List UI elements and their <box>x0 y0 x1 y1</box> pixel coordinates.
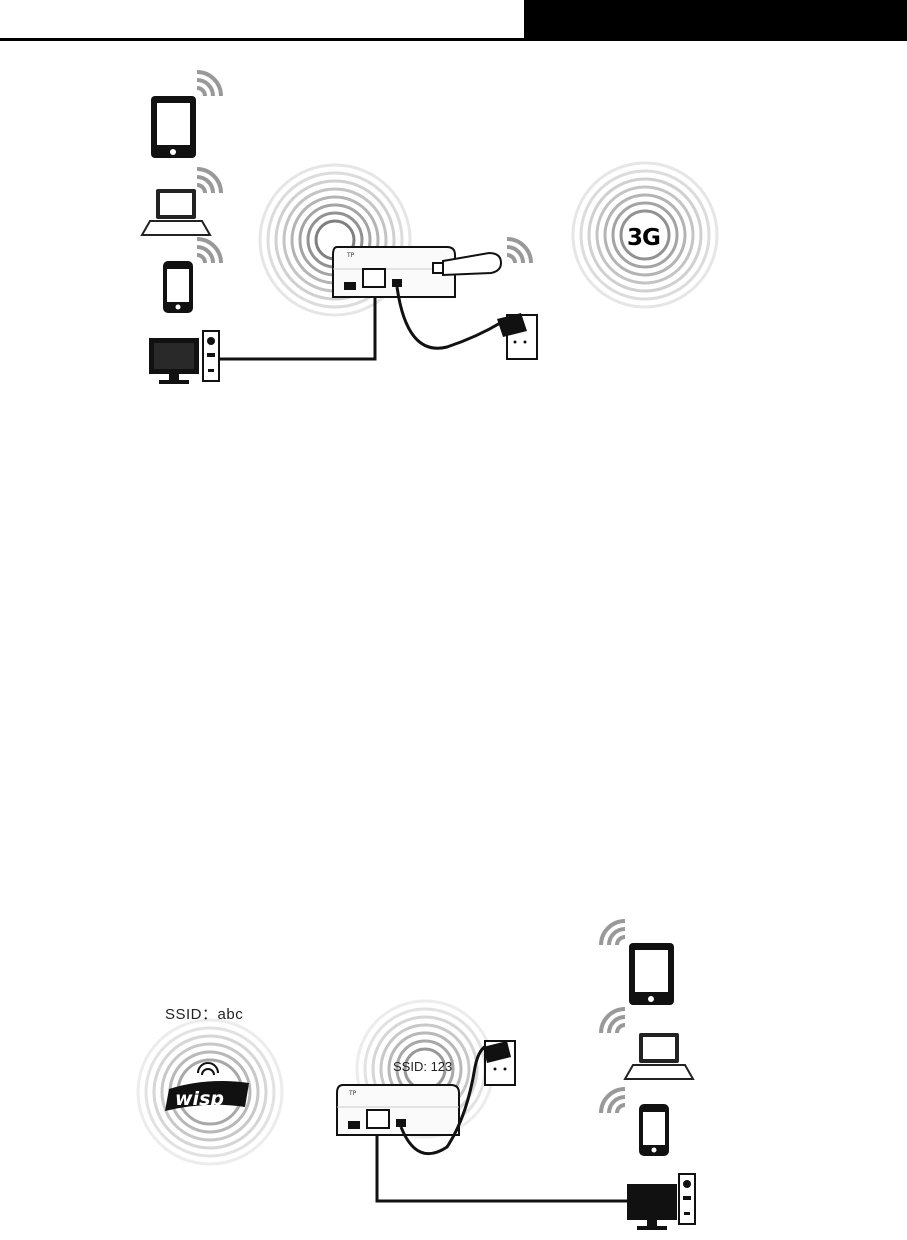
wifi-signal-icon <box>601 1089 625 1113</box>
router-ssid-label: SSID: 123 <box>393 1059 452 1074</box>
3g-badge: 3G <box>627 225 660 251</box>
wifi-signal-icon <box>601 921 625 945</box>
header-rule <box>0 38 907 41</box>
upstream-ssid-label: SSID：abc <box>165 1003 243 1024</box>
figure-3g-router-mode: TP 3G <box>107 57 777 403</box>
svg-text:TP: TP <box>348 1090 357 1097</box>
laptop-icon <box>142 189 210 235</box>
header-black-block <box>524 0 907 38</box>
laptop-icon <box>625 1033 693 1079</box>
desktop-computer-icon <box>149 331 219 384</box>
wifi-signal-icon <box>601 1009 625 1033</box>
desktop-computer-icon <box>627 1174 695 1230</box>
svg-text:wisp: wisp <box>175 1088 224 1110</box>
router-icon: TP <box>337 1085 459 1135</box>
wifi-signal-icon <box>197 169 221 193</box>
wifi-signal-icon <box>507 239 531 263</box>
ethernet-cable <box>377 1129 627 1201</box>
tablet-icon <box>629 943 674 1005</box>
figure-wisp-mode: wisp TP <box>107 897 777 1240</box>
wifi-signal-icon <box>197 72 221 96</box>
wifi-signal-icon <box>197 239 221 263</box>
smartphone-icon <box>639 1104 669 1156</box>
smartphone-icon <box>163 261 193 313</box>
svg-text:TP: TP <box>346 252 355 259</box>
tablet-icon <box>151 96 196 158</box>
